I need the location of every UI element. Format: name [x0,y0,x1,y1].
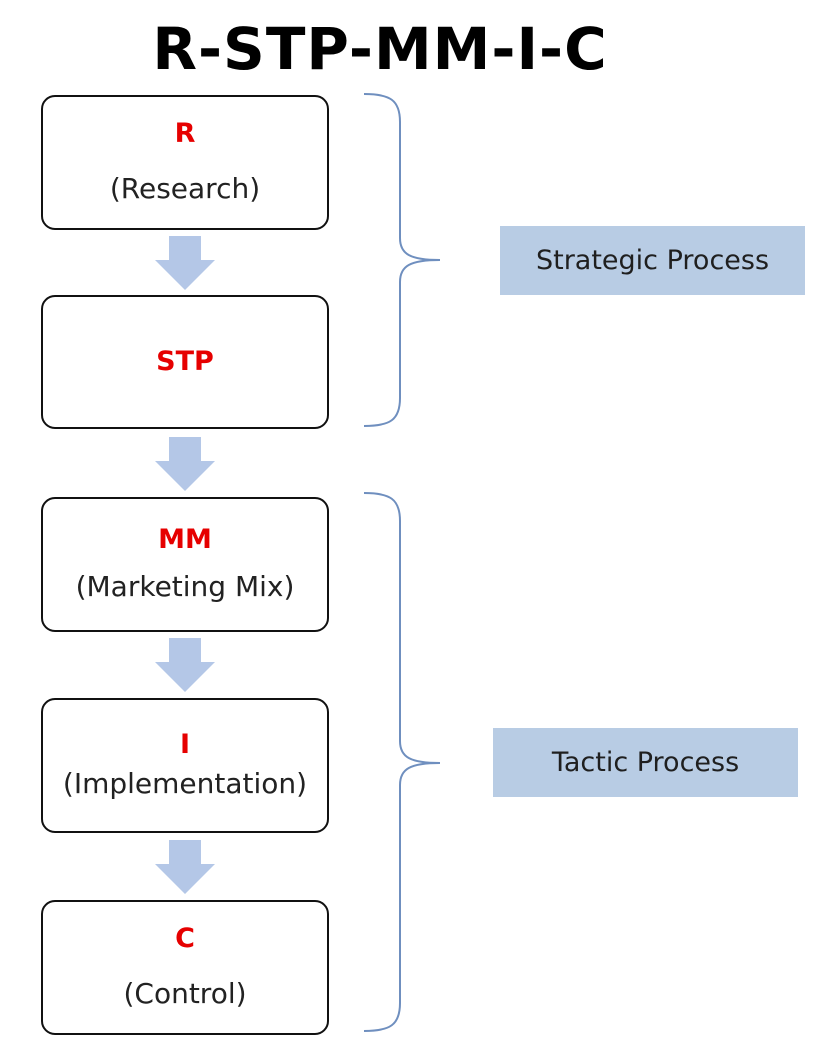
step-label: (Marketing Mix) [75,569,295,603]
step-code: I [179,728,191,760]
down-arrow-icon [155,437,215,491]
step-label: (Control) [123,976,247,1010]
tactic-process-label: Tactic Process [493,728,798,797]
step-code: R [174,117,196,149]
strategic-process-label: Strategic Process [500,226,805,295]
step-box-marketing-mix: MM (Marketing Mix) [41,497,329,632]
down-arrow-icon [155,236,215,290]
strategic-brace-icon [363,93,441,427]
step-code: MM [158,523,212,555]
step-code: C [175,922,195,954]
diagram-title: R-STP-MM-I-C [152,15,608,83]
step-label: (Implementation) [62,766,308,800]
step-code: STP [156,346,214,377]
step-label: (Research) [109,171,261,205]
step-box-research: R (Research) [41,95,329,230]
step-box-stp: STP [41,295,329,429]
down-arrow-icon [155,638,215,692]
step-box-implementation: I (Implementation) [41,698,329,833]
tactic-brace-icon [363,492,441,1032]
step-box-control: C (Control) [41,900,329,1035]
down-arrow-icon [155,840,215,894]
